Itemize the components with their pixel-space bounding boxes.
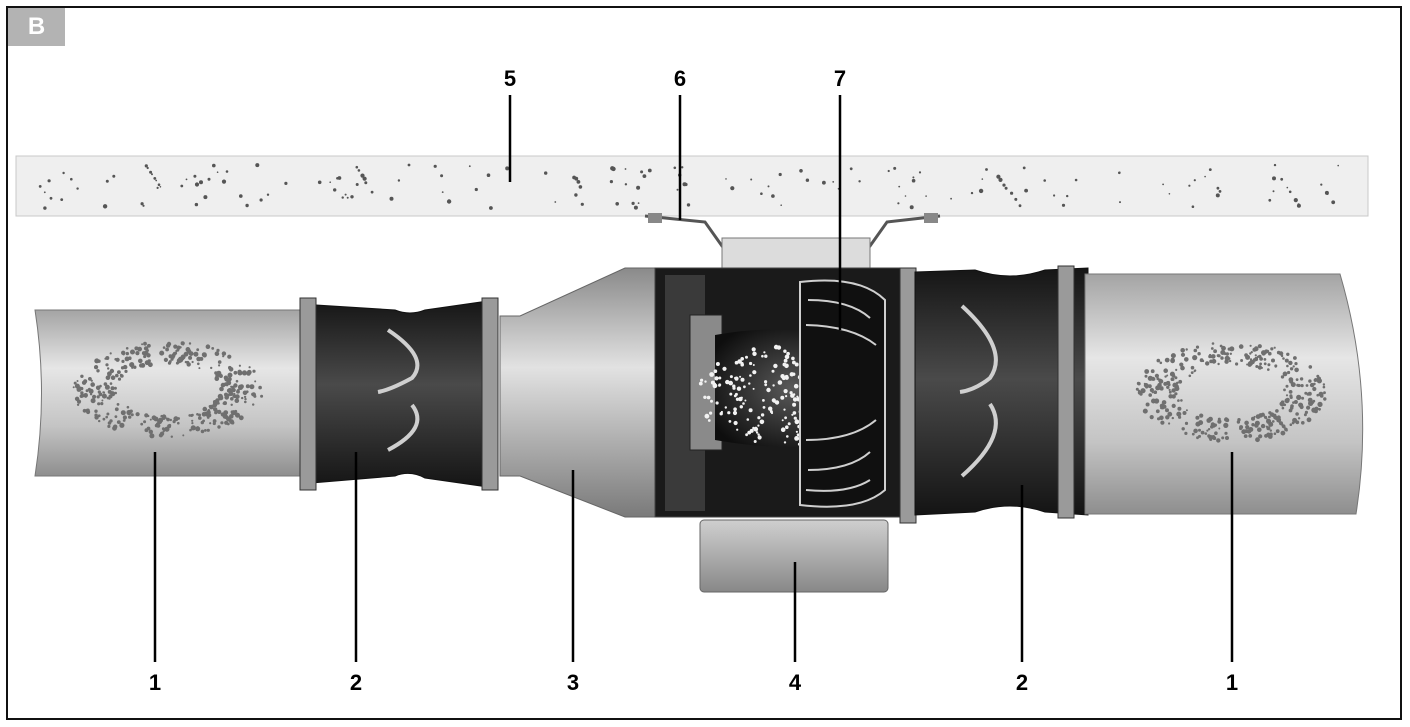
housing-clamp [899,267,917,524]
right-flexible-sleeve [914,267,1089,516]
right-sleeve-clamp [1057,265,1075,519]
callout-1-right: 1 [1225,670,1239,695]
ceiling-slab [15,155,1369,217]
right-duct [1084,273,1364,515]
leader-lines [153,95,1234,662]
callout-4: 4 [788,670,802,695]
left-duct [34,309,306,477]
impeller [799,279,886,508]
left-flexible-sleeve [299,299,496,489]
callout-6: 6 [673,66,687,91]
callout-2-left: 2 [349,670,363,695]
callout-5: 5 [503,66,517,91]
callout-3: 3 [566,670,580,695]
callout-2-right: 2 [1015,670,1029,695]
figure-badge: B [8,8,65,46]
callout-7: 7 [833,66,847,91]
left-sleeve-clamp-b [481,297,499,491]
left-sleeve-clamp-a [299,297,317,491]
ceiling-speckles [38,163,1339,210]
bracket-bolt-right [924,213,938,223]
callout-1-left: 1 [148,670,162,695]
bracket-plate [721,237,871,269]
bracket-bolt-left [648,213,662,223]
left-duct-dust [72,341,264,439]
transition-piece [499,267,669,518]
right-duct-dust [1135,342,1327,443]
